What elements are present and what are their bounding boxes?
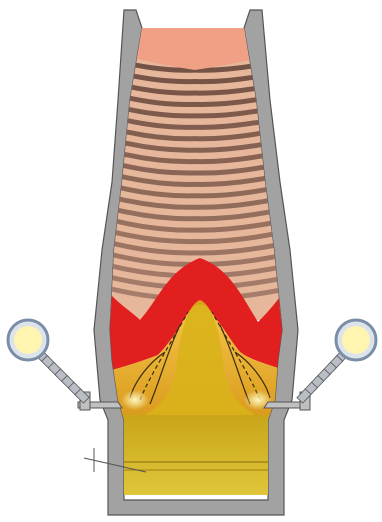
blowpipe-light-right <box>342 326 370 354</box>
blowpipe-light-left <box>14 326 42 354</box>
raceway-left <box>121 390 149 410</box>
hearth-liquid <box>124 415 268 495</box>
